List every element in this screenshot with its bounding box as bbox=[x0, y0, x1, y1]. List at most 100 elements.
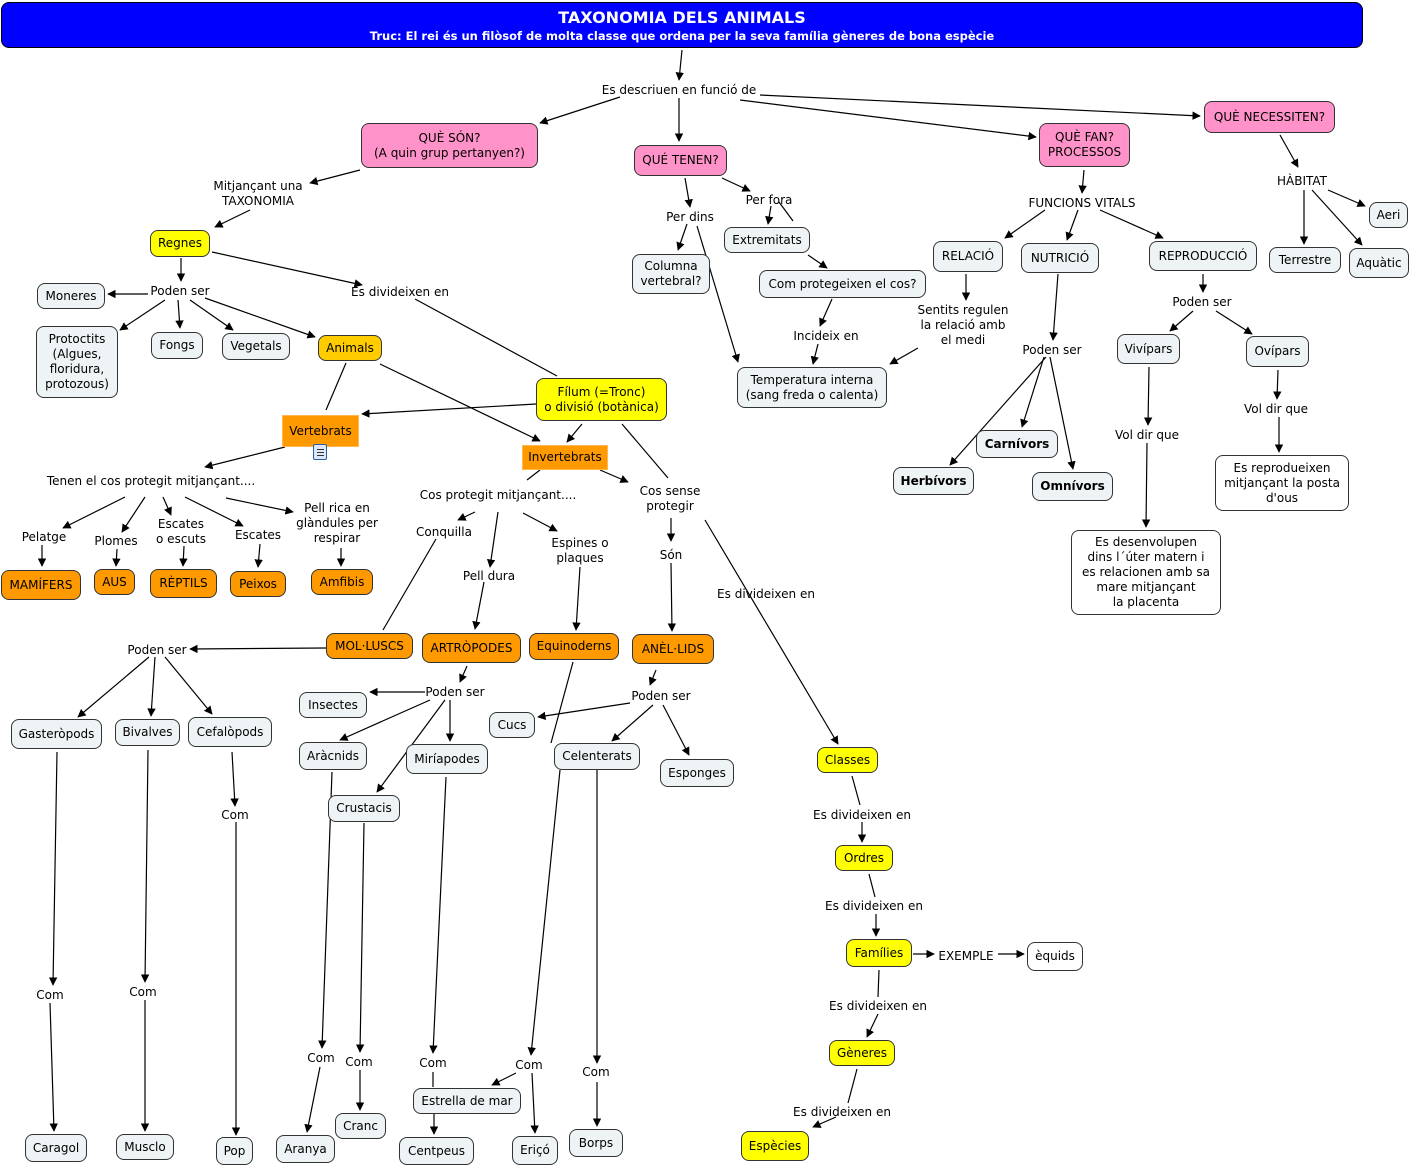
connector-line bbox=[189, 644, 327, 654]
node-protoctits[interactable]: Protoctits (Algues, floridura, protozous… bbox=[36, 326, 118, 398]
node-que-necessiten[interactable]: QUÈ NECESSITEN? bbox=[1204, 101, 1335, 133]
node-invertebrats[interactable]: Invertebrats bbox=[522, 445, 608, 470]
connector-line bbox=[877, 969, 880, 998]
node-herbivors[interactable]: Herbívors bbox=[893, 467, 974, 495]
connector-line bbox=[1078, 169, 1087, 194]
node-filum[interactable]: Fílum (=Tronc) o divisió (botànica) bbox=[536, 378, 667, 421]
node-que-tenen[interactable]: QUÉ TENEN? bbox=[634, 145, 727, 176]
node-regnes[interactable]: Regnes bbox=[150, 230, 210, 257]
link-es-divideixen-especies: Es divideixen en bbox=[793, 1105, 891, 1119]
node-aranya[interactable]: Aranya bbox=[276, 1135, 335, 1163]
node-aus[interactable]: AUS bbox=[94, 569, 135, 595]
connector-line bbox=[204, 446, 286, 470]
node-borps[interactable]: Borps bbox=[569, 1129, 623, 1157]
connector-line bbox=[1004, 209, 1046, 239]
connector-line bbox=[204, 297, 316, 339]
connector-line bbox=[704, 519, 839, 745]
link-poden-ser-regnes: Poden ser bbox=[150, 284, 210, 298]
connector-line bbox=[537, 702, 631, 721]
node-aquatic[interactable]: Aquàtic bbox=[1349, 248, 1409, 278]
node-especies[interactable]: Espècies bbox=[741, 1131, 809, 1161]
node-pop[interactable]: Pop bbox=[216, 1137, 253, 1165]
node-classes[interactable]: Classes bbox=[817, 747, 878, 773]
node-ordres[interactable]: Ordres bbox=[835, 845, 893, 871]
connector-line bbox=[459, 665, 468, 683]
node-erico[interactable]: Eriçó bbox=[512, 1136, 558, 1165]
node-extremitats[interactable]: Extremitats bbox=[724, 227, 810, 253]
node-reproduccio[interactable]: REPRODUCCIÓ bbox=[1149, 241, 1257, 271]
node-animals[interactable]: Animals bbox=[318, 335, 382, 361]
node-musclo[interactable]: Musclo bbox=[116, 1134, 174, 1160]
node-que-fan[interactable]: QUÈ FAN? PROCESSOS bbox=[1039, 123, 1130, 167]
link-poden-ser-reproduccio: Poden ser bbox=[1172, 295, 1232, 309]
node-moneres[interactable]: Moneres bbox=[37, 283, 105, 309]
node-carnivors[interactable]: Carnívors bbox=[976, 430, 1058, 458]
node-caragol[interactable]: Caragol bbox=[25, 1134, 87, 1162]
node-aracnids[interactable]: Aràcnids bbox=[299, 742, 367, 770]
node-terrestre[interactable]: Terrestre bbox=[1269, 247, 1341, 273]
node-temperatura-interna[interactable]: Temperatura interna (sang freda o calent… bbox=[737, 367, 887, 408]
node-omnivors[interactable]: Omnívors bbox=[1032, 472, 1113, 501]
node-cucs[interactable]: Cucs bbox=[489, 712, 535, 738]
node-esponges[interactable]: Esponges bbox=[660, 759, 734, 787]
node-fongs[interactable]: Fongs bbox=[151, 332, 203, 359]
connector-line bbox=[77, 656, 150, 718]
node-bivalves[interactable]: Bivalves bbox=[115, 719, 180, 746]
node-families[interactable]: Famílies bbox=[846, 939, 912, 967]
connector-line bbox=[472, 581, 485, 630]
node-molluscs[interactable]: MOL·LUSCS bbox=[326, 633, 413, 659]
node-equinoderms[interactable]: Equinoderns bbox=[529, 633, 619, 660]
node-artropodes[interactable]: ARTRÒPODES bbox=[422, 633, 521, 663]
node-centpeus[interactable]: Centpeus bbox=[399, 1137, 474, 1165]
node-cranc[interactable]: Cranc bbox=[335, 1113, 386, 1139]
node-cefalopods[interactable]: Cefalòpods bbox=[188, 717, 272, 747]
node-posta-ous[interactable]: Es reprodueixen mitjançant la posta d'ou… bbox=[1215, 455, 1349, 511]
node-com-protegeixen[interactable]: Com protegeixen el cos? bbox=[759, 270, 926, 298]
link-com-cefalopods: Com bbox=[221, 808, 249, 822]
node-gasteropods[interactable]: Gasteròpods bbox=[11, 719, 102, 749]
link-es-divideixen-generes: Es divideixen en bbox=[829, 999, 927, 1013]
node-aeri[interactable]: Aeri bbox=[1369, 202, 1408, 228]
node-que-son[interactable]: QUÈ SÓN? (A quin grup pertanyen?) bbox=[361, 123, 538, 168]
node-nutricio[interactable]: NUTRICIÓ bbox=[1021, 243, 1099, 273]
node-relacio[interactable]: RELACIÓ bbox=[933, 241, 1003, 272]
node-insectes[interactable]: Insectes bbox=[299, 692, 367, 718]
node-crustacis[interactable]: Crustacis bbox=[328, 795, 400, 822]
connector-line bbox=[819, 298, 833, 327]
connector-line bbox=[121, 496, 146, 533]
connector-line bbox=[1311, 189, 1363, 246]
node-miriapodes[interactable]: Miríapodes bbox=[406, 744, 488, 774]
node-estrella-de-mar[interactable]: Estrella de mar bbox=[413, 1088, 521, 1114]
connector-line bbox=[112, 548, 121, 567]
link-pell-dura: Pell dura bbox=[462, 569, 516, 583]
node-generes[interactable]: Gèneres bbox=[829, 1040, 895, 1066]
connector-line bbox=[807, 254, 828, 269]
connector-line bbox=[119, 299, 166, 331]
node-vivipars[interactable]: Vivípars bbox=[1117, 334, 1180, 364]
node-peixos[interactable]: Peixos bbox=[230, 571, 286, 597]
link-poden-ser-molluscs: Poden ser bbox=[127, 643, 187, 657]
connector-line bbox=[1215, 310, 1253, 335]
link-vol-dir-vivipars: Vol dir que bbox=[1114, 428, 1180, 442]
node-annelids[interactable]: ANÈL·LIDS bbox=[632, 634, 714, 664]
connector-line bbox=[866, 1013, 879, 1038]
connector-line bbox=[851, 775, 861, 806]
connector-line bbox=[361, 403, 537, 418]
connector-line bbox=[457, 511, 476, 521]
node-amfibis[interactable]: Amfibis bbox=[311, 569, 373, 595]
node-equids[interactable]: èquids bbox=[1027, 942, 1083, 971]
connector-line bbox=[225, 497, 294, 515]
connector-line bbox=[179, 545, 188, 567]
node-celenterats[interactable]: Celenterats bbox=[554, 743, 640, 770]
node-reptils[interactable]: RÈPTILS bbox=[150, 569, 217, 598]
node-vertebrats[interactable]: Vertebrats bbox=[282, 415, 359, 447]
link-mitjancant-taxonomia: Mitjançant una TAXONOMIA bbox=[213, 179, 303, 208]
connector-line bbox=[491, 1072, 517, 1086]
node-columna-vertebral[interactable]: Columna vertebral? bbox=[632, 254, 710, 294]
node-desenvolupen-uter[interactable]: Es desenvolupen dins l´úter matern i es … bbox=[1071, 530, 1221, 615]
node-vegetals[interactable]: Vegetals bbox=[222, 333, 290, 360]
node-mamifers[interactable]: MAMÍFERS bbox=[1, 570, 81, 600]
document-icon[interactable] bbox=[313, 444, 327, 460]
connector-line bbox=[526, 469, 541, 481]
node-ovipars[interactable]: Ovípars bbox=[1246, 336, 1309, 367]
